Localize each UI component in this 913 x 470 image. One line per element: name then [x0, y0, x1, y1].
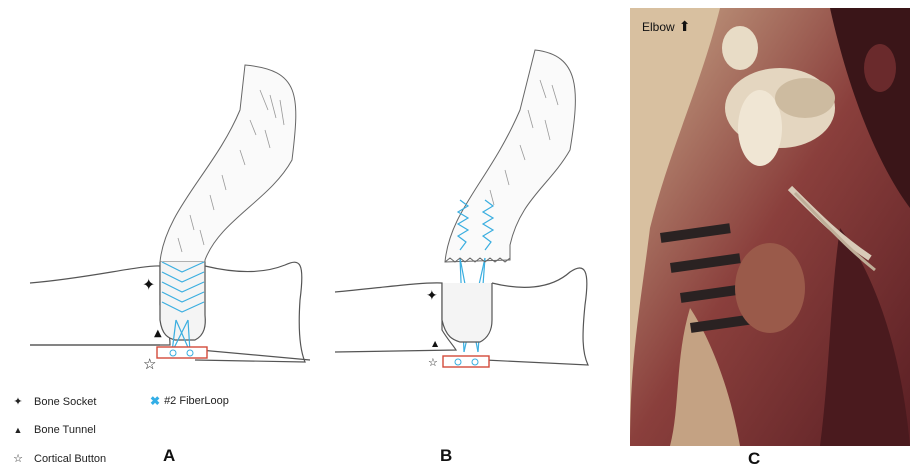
elbow-label: Elbow ⬆ [642, 18, 690, 35]
tunnel-marker-b: ▲ [432, 339, 439, 348]
legend-bone-socket: ✦ Bone Socket [10, 395, 96, 408]
legend-bone-tunnel-label: Bone Tunnel [34, 424, 96, 436]
socket-marker-a: ✦ [142, 275, 155, 294]
tunnel-marker-a: ▲ [154, 328, 162, 339]
star-outline-icon: ☆ [10, 452, 26, 465]
arrow-up-icon: ⬆ [679, 18, 691, 35]
cortical-button-a [157, 347, 207, 358]
photo-image [630, 8, 910, 446]
x-mark-icon: ✖ [150, 394, 160, 408]
button-marker-b: ☆ [428, 356, 438, 369]
panel-label-c: C [748, 449, 760, 469]
button-marker-a: ☆ [143, 355, 156, 373]
tendon-a [160, 65, 296, 262]
four-point-star-icon: ✦ [10, 395, 26, 408]
tendon-b [445, 50, 575, 262]
intraoperative-photo: Elbow ⬆ [630, 8, 910, 446]
legend-cortical-button: ☆ Cortical Button [10, 452, 106, 465]
panel-b-diagram: ✦ ▲ ☆ [320, 0, 620, 440]
panel-a-diagram: ✦ ▲ ☆ [0, 0, 330, 440]
legend-fiberloop: ✖ #2 FiberLoop [150, 394, 229, 408]
legend-cortical-button-label: Cortical Button [34, 453, 106, 465]
cortical-button-b [443, 356, 489, 367]
socket-marker-b: ✦ [426, 288, 438, 304]
panel-label-a: A [163, 446, 175, 466]
triangle-icon: ▲ [10, 425, 26, 435]
panel-label-b: B [440, 446, 452, 466]
legend-bone-tunnel: ▲ Bone Tunnel [10, 424, 96, 436]
legend-fiberloop-label: #2 FiberLoop [164, 395, 229, 407]
legend-bone-socket-label: Bone Socket [34, 396, 96, 408]
bone-socket-a [160, 262, 205, 340]
elbow-text: Elbow [642, 20, 675, 34]
